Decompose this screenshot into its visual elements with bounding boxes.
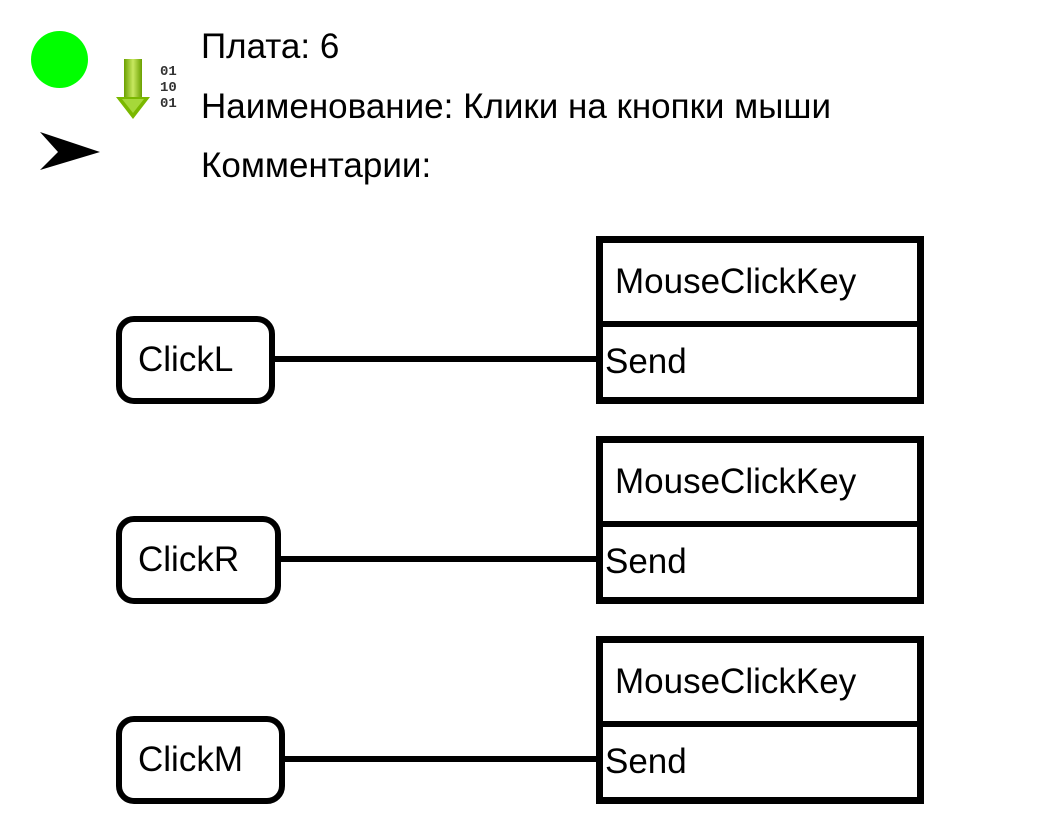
input-pin-clickr[interactable]: ClickR bbox=[116, 516, 281, 604]
download-binary-icon: 01 10 01 bbox=[116, 57, 190, 123]
wire-connection[interactable] bbox=[284, 756, 598, 762]
svg-text:01: 01 bbox=[160, 96, 177, 112]
pin-label: ClickR bbox=[138, 540, 240, 579]
block-title: MouseClickKey bbox=[603, 643, 917, 727]
block-title: MouseClickKey bbox=[603, 243, 917, 327]
port-send[interactable]: Send bbox=[605, 542, 687, 581]
input-pin-clickl[interactable]: ClickL bbox=[116, 316, 275, 404]
port-send[interactable]: Send bbox=[605, 342, 687, 381]
name-label: Наименование: Клики на кнопки мыши bbox=[201, 87, 832, 126]
board-label: Плата: 6 bbox=[201, 27, 340, 66]
wire-connection[interactable] bbox=[280, 556, 598, 562]
mouse-click-key-block[interactable]: MouseClickKey Send bbox=[596, 236, 924, 404]
input-pin-clickm[interactable]: ClickM bbox=[116, 716, 285, 804]
mouse-click-key-block[interactable]: MouseClickKey Send bbox=[596, 636, 924, 804]
pin-label: ClickL bbox=[138, 340, 234, 379]
svg-text:10: 10 bbox=[160, 80, 177, 96]
port-send[interactable]: Send bbox=[605, 742, 687, 781]
comments-label: Комментарии: bbox=[201, 146, 432, 185]
arrow-pointer-icon bbox=[38, 130, 102, 172]
mouse-click-key-block[interactable]: MouseClickKey Send bbox=[596, 436, 924, 604]
pin-label: ClickM bbox=[138, 740, 243, 779]
status-dot-icon bbox=[31, 31, 88, 88]
block-title: MouseClickKey bbox=[603, 443, 917, 527]
wire-connection[interactable] bbox=[274, 356, 598, 362]
svg-text:01: 01 bbox=[160, 64, 177, 80]
